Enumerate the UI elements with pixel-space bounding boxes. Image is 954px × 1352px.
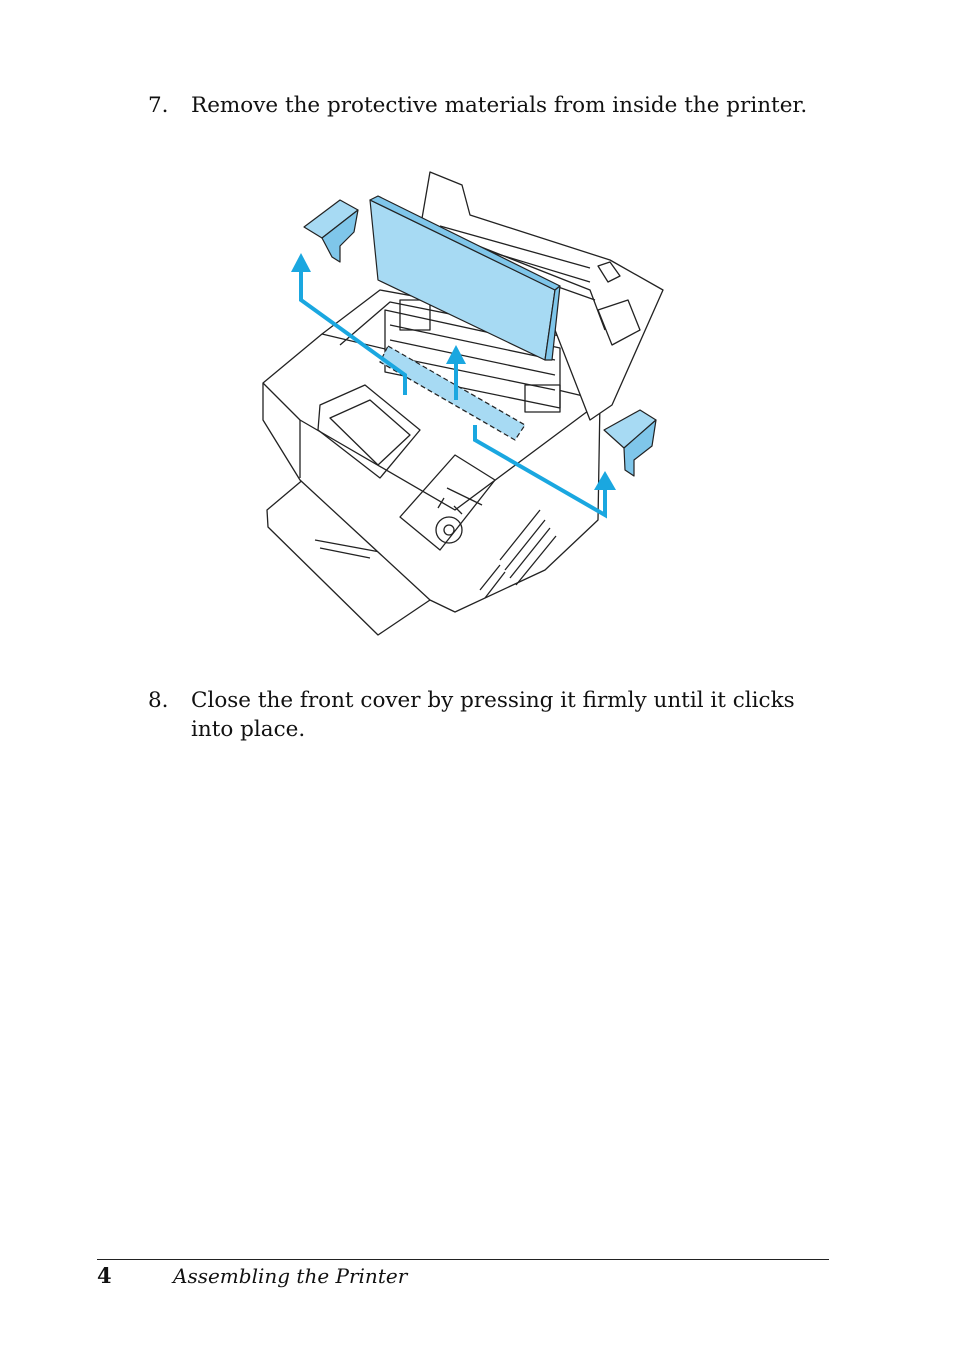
- protective-sheet: [369, 195, 561, 361]
- step-7: 7. Remove the protective materials from …: [148, 91, 838, 120]
- protective-blocks: [303, 199, 657, 477]
- printer-illustration: [262, 171, 664, 636]
- step-text: Close the front cover by pressing it fir…: [191, 688, 795, 742]
- footer-rule: [97, 1259, 829, 1260]
- page-number: 4: [97, 1263, 112, 1288]
- step-text: Remove the protective materials from ins…: [191, 93, 808, 118]
- removal-arrows: [299, 270, 607, 519]
- step-number: 7.: [148, 93, 169, 118]
- section-title: Assembling the Printer: [173, 1264, 408, 1288]
- arrow-heads: [291, 253, 616, 490]
- step-number: 8.: [148, 688, 169, 713]
- step-8: 8. Close the front cover by pressing it …: [148, 686, 838, 744]
